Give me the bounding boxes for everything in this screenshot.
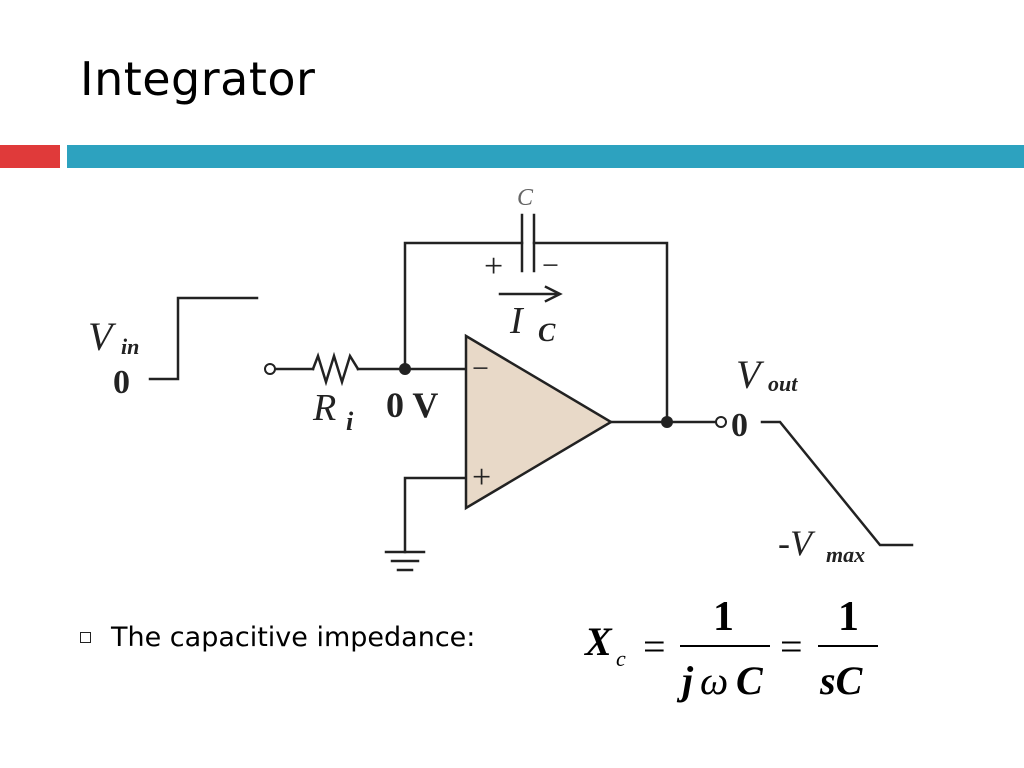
- vin-zero-level: 0: [113, 364, 130, 401]
- resistor-symbol: R: [312, 387, 336, 429]
- vin-symbol: V: [88, 314, 117, 359]
- output-terminal: [715, 416, 727, 428]
- inverting-node-dot: [399, 363, 411, 375]
- vin-step-waveform: [148, 296, 259, 381]
- vmax-subscript: max: [826, 542, 865, 567]
- output-node-dot: [661, 416, 673, 428]
- current-symbol: I: [509, 300, 525, 342]
- bullet-item: The capacitive impedance:: [80, 622, 475, 653]
- formula-equals-2: =: [780, 624, 803, 669]
- capacitive-impedance-formula: X c = 1 j ω C = 1 sC: [583, 594, 878, 703]
- feedback-wire-left: [403, 241, 524, 371]
- resistor-subscript: i: [346, 407, 354, 436]
- virtual-ground-label: 0 V: [386, 385, 438, 425]
- vout-subscript: out: [768, 371, 798, 396]
- opamp-triangle: [464, 333, 614, 511]
- bullet-text: The capacitive impedance:: [111, 622, 476, 653]
- opamp-noninverting-sign: +: [472, 459, 491, 496]
- formula-denominator-sC: sC: [819, 658, 864, 703]
- vout-ramp-waveform: [760, 420, 914, 547]
- capacitor-plus-sign: +: [484, 248, 503, 285]
- accent-bar-blue: [67, 145, 1024, 168]
- bullet-square-icon: [80, 632, 91, 643]
- formula-denominator-omega: ω: [700, 658, 728, 703]
- vmax-symbol: -V: [778, 523, 816, 563]
- formula-denominator-j: j: [676, 658, 694, 703]
- vout-zero-level: 0: [731, 407, 748, 444]
- vout-symbol: V: [736, 352, 765, 397]
- capacitor-label: C: [517, 185, 534, 211]
- ground-wire: [403, 476, 468, 554]
- slide-title: Integrator: [80, 52, 316, 106]
- formula-lhs-subscript: c: [616, 646, 626, 671]
- capacitor-minus-sign: −: [542, 249, 559, 282]
- current-arrow-head: [544, 285, 563, 303]
- opamp-inverting-sign: −: [472, 352, 489, 385]
- accent-bar-red: [0, 145, 60, 168]
- feedback-wire-right: [532, 241, 669, 424]
- formula-lhs-symbol: X: [583, 619, 613, 664]
- formula-numerator-1: 1: [713, 594, 734, 640]
- formula-numerator-2: 1: [838, 594, 859, 640]
- resistor-ri: [311, 351, 360, 387]
- vin-subscript: in: [121, 334, 139, 359]
- input-terminal: [264, 363, 276, 375]
- current-subscript: C: [538, 318, 556, 347]
- formula-denominator-C: C: [736, 658, 764, 703]
- formula-equals-1: =: [643, 624, 666, 669]
